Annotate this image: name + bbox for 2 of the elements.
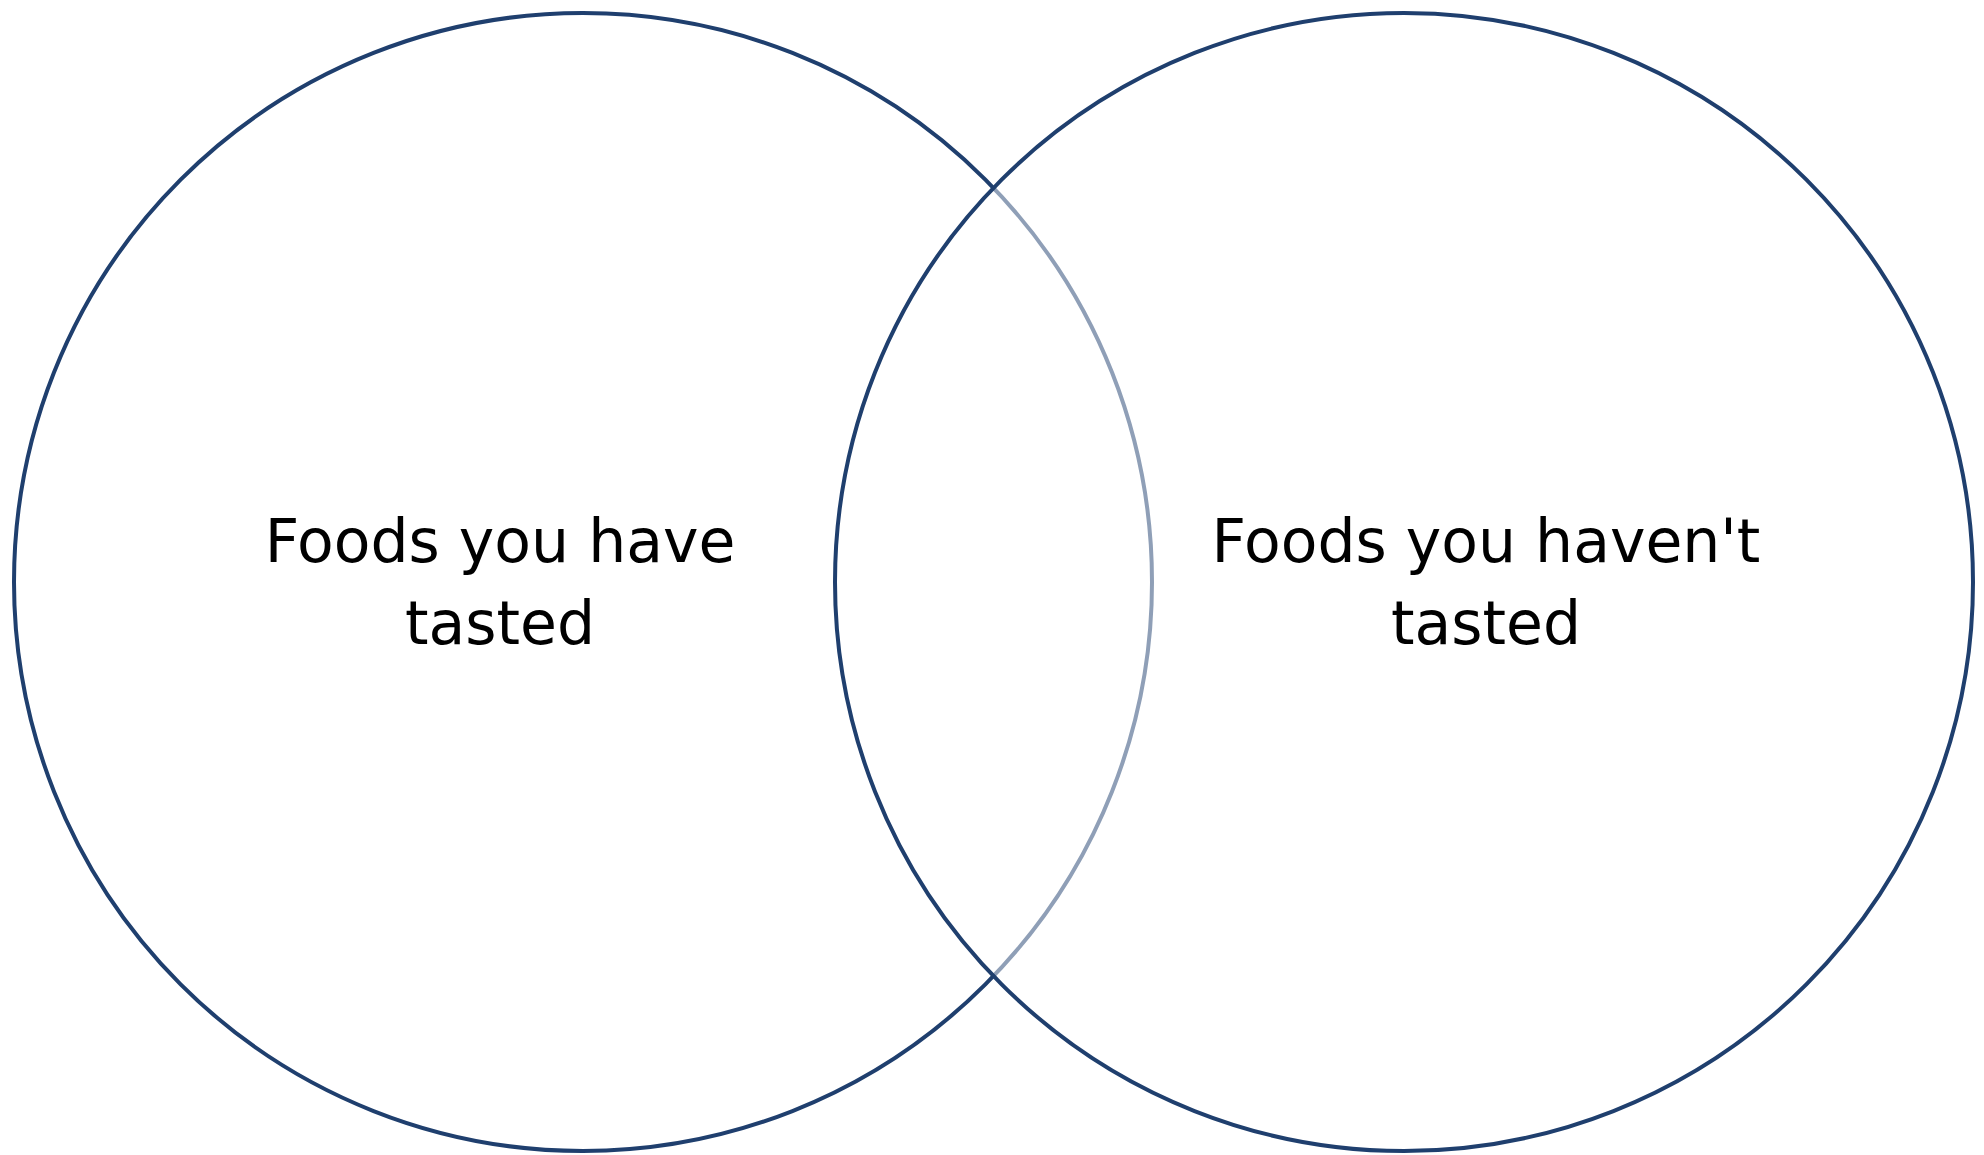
set-label: Foods you haven't tasted [1210, 505, 1762, 660]
set-label: Foods you have tasted [263, 505, 737, 660]
